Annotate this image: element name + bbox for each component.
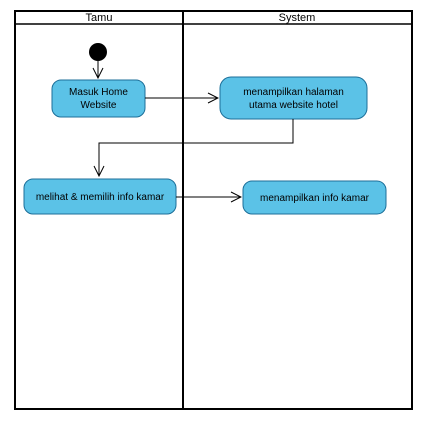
action-melihat-memilih-info-kamar-label: melihat & memilih info kamar [36, 192, 165, 203]
action-menampilkan-halaman-utama-line2: utama website hotel [249, 100, 338, 111]
flow-halaman-to-melihat [99, 119, 294, 176]
start-node [89, 43, 107, 61]
action-masuk-home-website-line2: Website [81, 100, 117, 111]
diagram-frame [14, 10, 413, 410]
action-masuk-home-website [51, 79, 146, 118]
action-menampilkan-halaman-utama [219, 76, 368, 120]
action-menampilkan-halaman-utama-line1: menampilkan halaman [243, 87, 344, 98]
lane-header-tamu: Tamu [86, 12, 113, 24]
action-menampilkan-info-kamar [242, 180, 387, 215]
action-menampilkan-info-kamar-label: menampilkan info kamar [260, 193, 370, 204]
lane-header-system: System [279, 12, 316, 24]
action-masuk-home-website-line1: Masuk Home [69, 87, 128, 98]
